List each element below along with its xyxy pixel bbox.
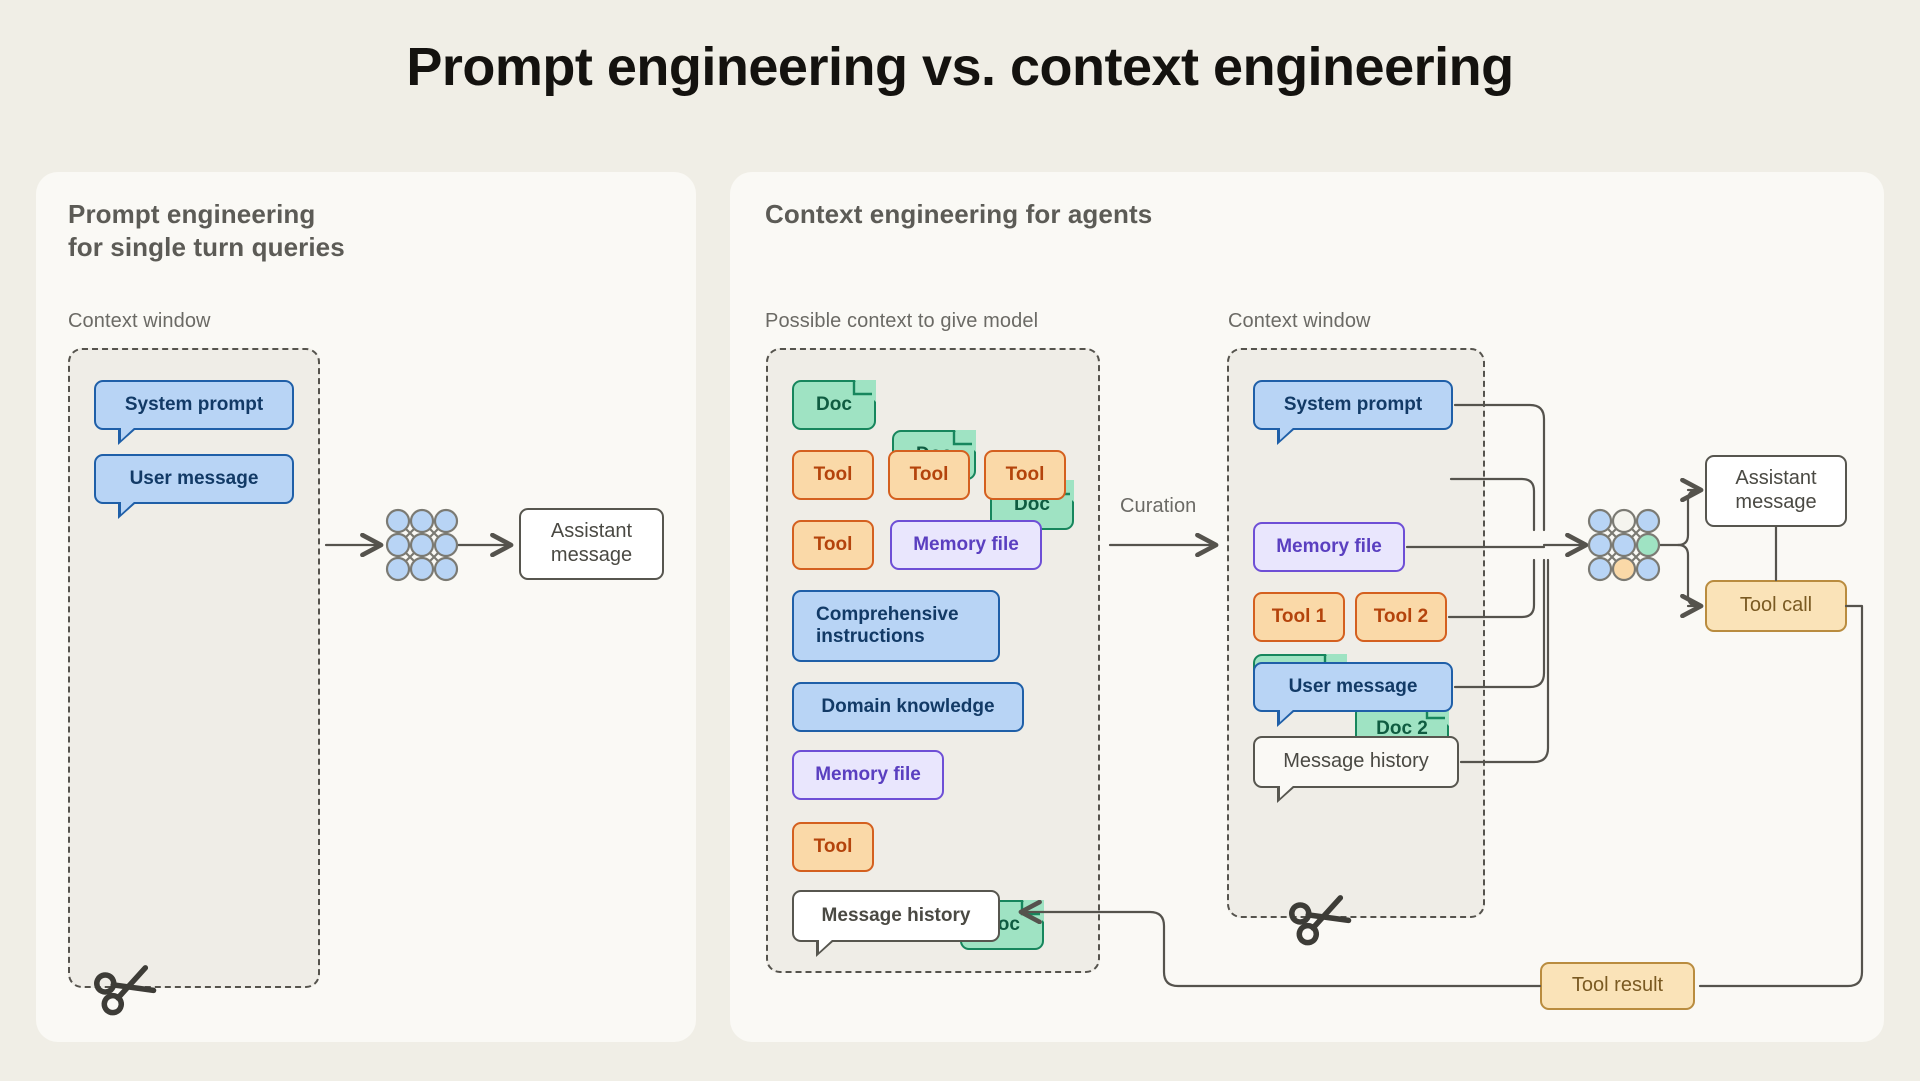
left-context-window [68, 348, 320, 988]
ctx-user-message[interactable]: User message [1253, 662, 1453, 727]
ctx-tool-1[interactable]: Tool 1 [1253, 592, 1345, 642]
tool-call-box[interactable]: Tool call [1705, 580, 1847, 632]
left-context-window-label: Context window [68, 310, 211, 332]
curation-label: Curation [1120, 495, 1197, 517]
chip-domain-knowledge[interactable]: Domain knowledge [792, 682, 1024, 732]
possible-context-label: Possible context to give model [765, 310, 1039, 332]
right-context-window-label: Context window [1228, 310, 1371, 332]
right-panel-heading: Context engineering for agents [765, 199, 1153, 229]
assistant-message-right[interactable]: Assistant message [1705, 455, 1847, 527]
assistant-message-left[interactable]: Assistant message [519, 508, 664, 580]
chip-message-history-possible[interactable]: Message history [792, 890, 1000, 957]
doc-fold-icon [1020, 900, 1044, 922]
chip-tool-4[interactable]: Tool [792, 520, 874, 570]
chip-memory-file-1[interactable]: Memory file [890, 520, 1042, 570]
chip-label: Doc 2 [1376, 717, 1428, 739]
left-panel-heading-line2: for single turn queries [68, 231, 345, 262]
chip-tool-1[interactable]: Tool [792, 450, 874, 500]
page-title: Prompt engineering vs. context engineeri… [406, 37, 1514, 97]
chip-tool-3[interactable]: Tool [984, 450, 1066, 500]
chip-memory-file-2[interactable]: Memory file [792, 750, 944, 800]
ctx-message-history[interactable]: Message history [1253, 736, 1459, 803]
left-panel-heading-line1: Prompt engineering [68, 199, 316, 229]
tool-result-box[interactable]: Tool result [1540, 962, 1695, 1010]
ctx-tool-2[interactable]: Tool 2 [1355, 592, 1447, 642]
chip-comprehensive-instructions[interactable]: Comprehensive instructions [792, 590, 1000, 662]
doc-fold-icon [852, 380, 876, 402]
chip-label: Doc [816, 393, 852, 415]
doc-fold-icon [952, 430, 976, 452]
chip-tool-2[interactable]: Tool [888, 450, 970, 500]
left-panel-heading: Prompt engineering for single turn queri… [68, 198, 498, 263]
chip-user-message[interactable]: User message [94, 454, 294, 519]
chip-tool-5[interactable]: Tool [792, 822, 874, 872]
chip-system-prompt[interactable]: System prompt [94, 380, 294, 445]
chip-doc-1[interactable]: Doc [792, 380, 876, 430]
ctx-system-prompt[interactable]: System prompt [1253, 380, 1453, 445]
ctx-memory-file[interactable]: Memory file [1253, 522, 1405, 572]
